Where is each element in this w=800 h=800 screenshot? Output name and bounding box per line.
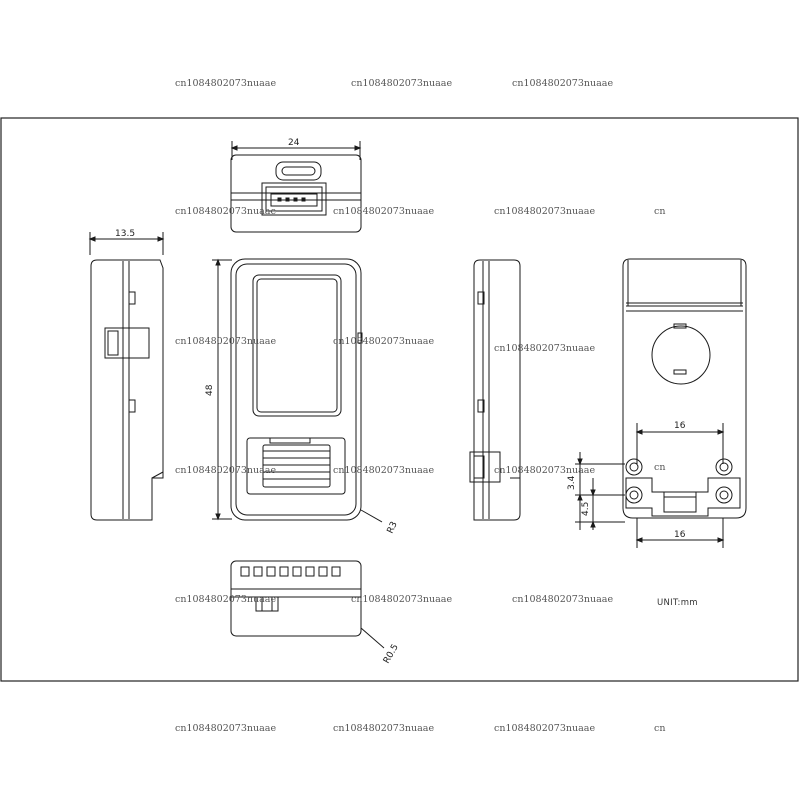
dimension-vertical-a: 3.4 [567,475,577,490]
watermark: cn1084802073nuaae [175,594,276,605]
watermark: cn1084802073nuaae [333,336,434,347]
front-view [212,258,383,523]
watermark-partial: cn [654,206,665,217]
watermark: cn1084802073nuaae [494,343,595,354]
right-side-view [469,259,521,521]
watermark: cn1084802073nuaae [512,78,613,89]
dimension-corner-radius: R3 [386,520,400,535]
watermark: cn1084802073nuaae [494,206,595,217]
watermark: cn1084802073nuaae [333,723,434,734]
dimension-hole-spacing-bottom: 16 [674,530,686,540]
dimension-hole-spacing-top: 16 [674,421,686,431]
watermark: cn1084802073nuaae [494,465,595,476]
watermark-partial: cn [654,462,665,473]
left-side-view [88,232,165,521]
back-view [575,258,747,548]
watermark: cn1084802073nuaae [333,465,434,476]
dimension-vertical-b: 4.5 [581,502,591,516]
dimension-bottom-radius: R0.5 [382,643,401,666]
watermark: cn1084802073nuaae [175,206,276,217]
watermark: cn1084802073nuaae [175,336,276,347]
watermark-partial: cn [654,723,665,734]
watermark: cn1084802073nuaae [351,594,452,605]
drawing-frame [0,117,799,682]
watermark: cn1084802073nuaae [494,723,595,734]
unit-label: UNIT:mm [657,598,698,608]
top-view [230,141,362,233]
bottom-view [230,560,385,649]
watermarks: cn1084802073nuaae cn1084802073nuaae cn10… [175,78,665,734]
watermark: cn1084802073nuaae [175,723,276,734]
watermark: cn1084802073nuaae [175,78,276,89]
dimension-depth: 13.5 [115,229,135,239]
watermark: cn1084802073nuaae [351,78,452,89]
dimension-width: 24 [288,138,300,148]
watermark: cn1084802073nuaae [333,206,434,217]
watermark: cn1084802073nuaae [512,594,613,605]
watermark: cn1084802073nuaae [175,465,276,476]
dimension-height: 48 [205,384,215,396]
